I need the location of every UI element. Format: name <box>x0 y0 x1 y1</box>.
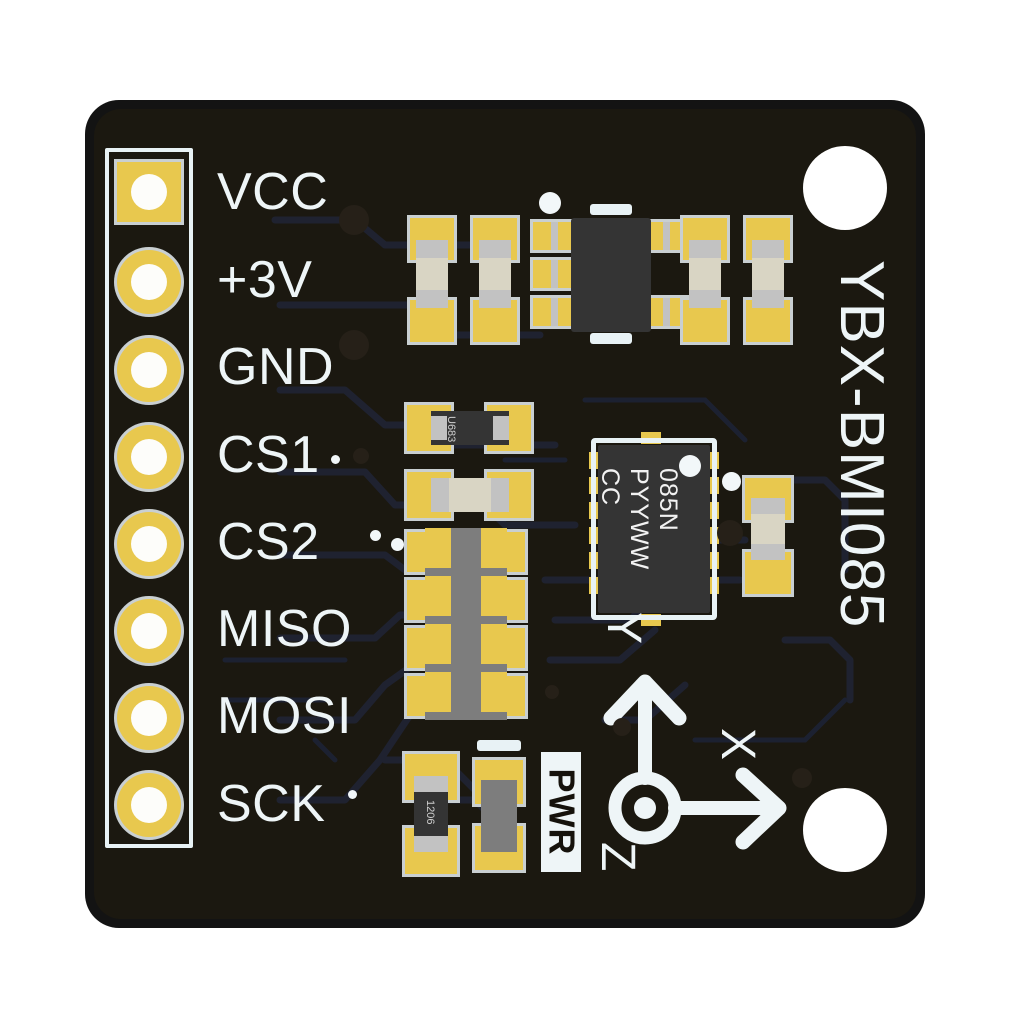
pad-pin-4-cs1[interactable] <box>117 425 181 489</box>
resistor-r2-marking: 1206 <box>424 800 436 825</box>
pad-pin-1-vcc[interactable] <box>117 162 181 222</box>
pin-header-outline <box>105 148 193 848</box>
ic-pin1-dot <box>679 455 701 477</box>
pad-pin-8-sck[interactable] <box>117 773 181 837</box>
pin-label-cs2: CS2 <box>217 513 320 571</box>
mounting-hole-bottom-right <box>803 788 887 872</box>
axis-label-x: X <box>711 728 764 761</box>
pin-label-cs1: CS1 <box>217 426 320 484</box>
via-near-ic <box>722 472 741 491</box>
pad-pin-5-cs2[interactable] <box>117 512 181 576</box>
pin-label-3v: +3V <box>217 251 313 309</box>
pin-label-miso: MISO <box>217 600 352 658</box>
pad-pin-2-3v[interactable] <box>117 250 181 314</box>
resistor-r1-marking: U683 <box>445 416 457 443</box>
regulator-silk-bottom <box>590 333 632 344</box>
axis-label-z: Z <box>591 842 644 872</box>
pad-pin-3-gnd[interactable] <box>117 338 181 402</box>
orientation-axes: Y X Z <box>583 612 843 890</box>
pad-pin-7-mosi[interactable] <box>117 686 181 750</box>
pcb-board: VCC +3V GND CS1 CS2 MISO MOSI SCK <box>85 100 925 928</box>
led-polarity-mark <box>477 740 521 751</box>
pwr-silk-label: PWR <box>541 752 582 872</box>
pad-pin-6-miso[interactable] <box>117 599 181 663</box>
pin-label-sck: SCK <box>217 775 326 833</box>
mounting-hole-top-right <box>803 146 887 230</box>
ic-marking-line-1: 085N <box>654 468 682 532</box>
axis-label-y: Y <box>597 612 650 645</box>
pin-label-gnd: GND <box>217 338 335 396</box>
regulator-silk-top <box>590 204 632 215</box>
pin-label-vcc: VCC <box>217 163 329 221</box>
ic-marking-line-3: CC <box>596 468 624 507</box>
pwr-label-text: PWR <box>541 768 582 856</box>
ic-marking-line-2: PYYWW <box>625 468 653 571</box>
board-silkscreen-name: YBX-BMI085 <box>827 260 896 629</box>
pin-label-mosi: MOSI <box>217 687 352 745</box>
